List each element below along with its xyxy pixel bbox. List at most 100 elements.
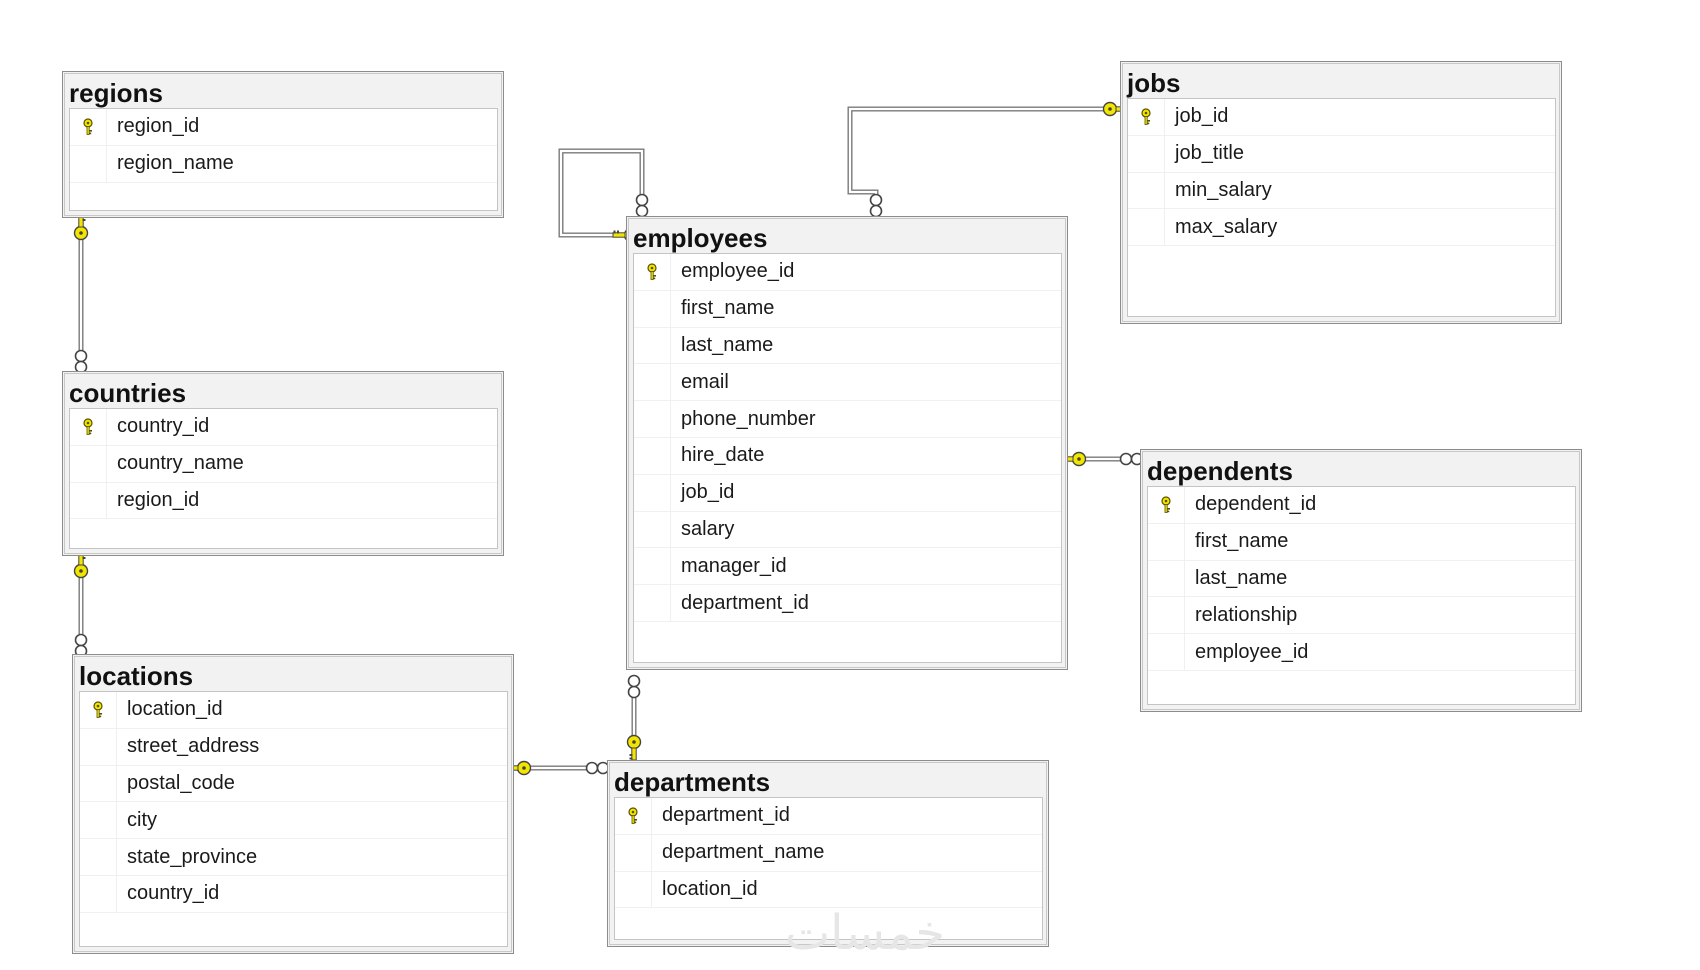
column-row[interactable]: department_name — [615, 834, 1042, 872]
rel-employees-self-inner — [559, 149, 644, 237]
infinity-end-icon — [627, 674, 641, 699]
column-name: first_name — [1195, 530, 1289, 553]
row-selector — [80, 728, 117, 765]
table-title: locations — [79, 661, 194, 691]
row-selector — [80, 765, 117, 802]
watermark: خمسات — [784, 905, 946, 961]
column-row[interactable]: region_id — [70, 109, 497, 146]
column-row[interactable]: country_id — [70, 409, 497, 446]
column-row[interactable]: location_id — [615, 871, 1042, 909]
column-name: street_address — [127, 735, 260, 758]
column-row[interactable]: employee_id — [1148, 634, 1575, 671]
row-selector — [1148, 560, 1185, 597]
column-name: phone_number — [681, 407, 816, 430]
primary-key-icon — [80, 692, 117, 728]
table-title: departments — [614, 767, 771, 797]
column-row[interactable]: last_name — [1148, 560, 1575, 598]
column-row[interactable]: city — [80, 802, 507, 840]
row-selector — [70, 482, 107, 519]
column-row[interactable]: first_name — [1148, 523, 1575, 561]
column-row[interactable]: department_id — [634, 585, 1061, 622]
column-name: country_name — [117, 452, 244, 475]
column-row[interactable]: relationship — [1148, 597, 1575, 635]
column-name: region_id — [117, 115, 200, 138]
column-row[interactable]: first_name — [634, 290, 1061, 328]
row-selector — [634, 474, 671, 511]
column-row[interactable]: email — [634, 364, 1061, 402]
key-end-icon — [626, 734, 642, 761]
primary-key-icon — [70, 109, 107, 145]
row-selector — [1128, 172, 1165, 209]
column-row[interactable]: region_id — [70, 482, 497, 520]
column-name: city — [127, 808, 157, 831]
column-name: country_id — [117, 415, 210, 438]
row-selector — [1148, 597, 1185, 634]
column-row[interactable]: country_name — [70, 445, 497, 483]
column-row[interactable]: salary — [634, 511, 1061, 549]
row-selector — [634, 548, 671, 585]
primary-key-icon — [634, 254, 671, 290]
key-end-icon — [73, 552, 89, 579]
column-row[interactable]: postal_code — [80, 765, 507, 803]
column-name: department_id — [681, 591, 809, 614]
row-selector — [1128, 209, 1165, 246]
rel-jobs-employees — [847, 106, 1117, 204]
column-row[interactable]: manager_id — [634, 548, 1061, 586]
primary-key-icon — [1128, 99, 1165, 135]
infinity-end-icon — [635, 193, 649, 218]
column-name: last_name — [1195, 566, 1288, 589]
row-selector — [634, 437, 671, 474]
column-name: manager_id — [681, 554, 787, 577]
column-row[interactable]: job_title — [1128, 135, 1555, 173]
column-name: last_name — [681, 333, 774, 356]
row-selector — [634, 511, 671, 548]
column-row[interactable]: max_salary — [1128, 209, 1555, 247]
column-row[interactable]: state_province — [80, 839, 507, 876]
key-end-icon — [73, 214, 89, 241]
row-selector — [80, 839, 117, 875]
column-name: postal_code — [127, 771, 235, 794]
row-selector — [70, 145, 107, 182]
column-row[interactable]: region_name — [70, 145, 497, 183]
column-row[interactable]: country_id — [80, 875, 507, 913]
column-row[interactable]: min_salary — [1128, 172, 1555, 210]
column-list: department_id department_name location_id — [614, 797, 1043, 940]
column-row[interactable]: street_address — [80, 728, 507, 766]
column-row[interactable]: job_id — [634, 474, 1061, 512]
column-name: first_name — [681, 297, 775, 320]
column-name: job_id — [681, 481, 735, 504]
column-name: relationship — [1195, 603, 1298, 626]
column-name: job_title — [1175, 142, 1244, 165]
row-selector — [634, 401, 671, 437]
column-name: location_id — [662, 877, 758, 900]
primary-key-icon — [615, 798, 652, 834]
column-name: department_id — [662, 804, 790, 827]
column-row[interactable]: phone_number — [634, 401, 1061, 438]
column-row[interactable]: dependent_id — [1148, 487, 1575, 524]
column-list: dependent_id first_name last_name relations… — [1147, 486, 1576, 705]
column-row[interactable]: employee_id — [634, 254, 1061, 291]
column-name: country_id — [127, 882, 220, 905]
column-name: employee_id — [681, 260, 795, 283]
row-selector — [1128, 135, 1165, 172]
column-row[interactable]: department_id — [615, 798, 1042, 835]
column-row[interactable]: location_id — [80, 692, 507, 729]
column-name: location_id — [127, 698, 223, 721]
column-name: salary — [681, 517, 735, 540]
column-name: region_id — [117, 488, 200, 511]
column-name: department_name — [662, 841, 825, 864]
column-row[interactable]: job_id — [1128, 99, 1555, 136]
row-selector — [80, 875, 117, 912]
row-selector — [634, 364, 671, 401]
column-row[interactable]: last_name — [634, 327, 1061, 365]
column-row[interactable]: hire_date — [634, 437, 1061, 475]
